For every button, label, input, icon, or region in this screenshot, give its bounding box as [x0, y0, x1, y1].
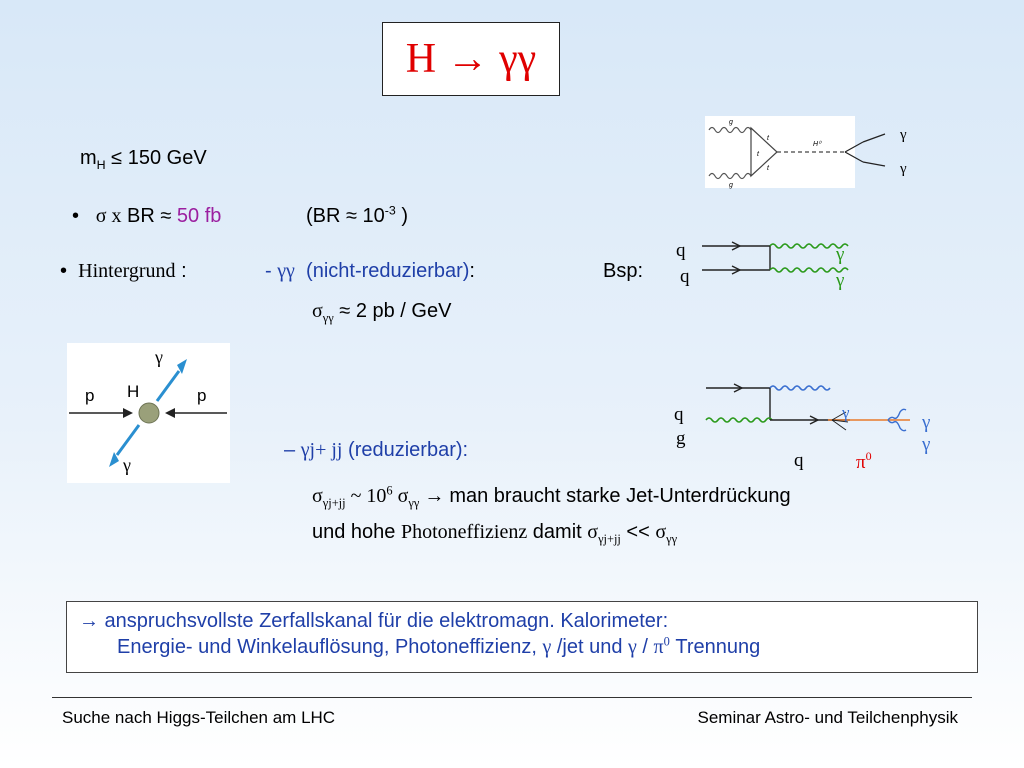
gluon-line-bottom [708, 172, 752, 180]
higgs-label: H⁰ [813, 140, 822, 148]
top-label-2: t [757, 151, 760, 158]
gamma-label-bottom: γ [122, 455, 131, 475]
photon-arrowhead-bottom [109, 452, 119, 467]
photon-arrowhead-top [177, 359, 187, 374]
title-gamma-gamma: γγ [499, 36, 537, 82]
photon-label-bottom: γ [835, 270, 844, 291]
proton-arrowhead-left [123, 408, 133, 418]
gluon-label-top: g [729, 119, 733, 126]
reducible-background: – γj+ jj (reduzierbar): [284, 439, 469, 461]
gluon-label-in: g [676, 428, 686, 449]
feynman-diagram-gluon-fusion: g g t t t H⁰ γ γ [705, 116, 915, 192]
gluon-label-bottom: g [729, 182, 733, 189]
quark-label-bottom: q [680, 266, 690, 287]
quark-label-out: q [794, 450, 804, 471]
photon-efficiency-line: und hohe Photoneffizienz damit σγj+jj <<… [312, 521, 678, 546]
pion-label: π0 [856, 449, 872, 473]
slide-title: H → γγ [382, 22, 560, 96]
title-arrow: → [446, 36, 489, 82]
fragment-2 [831, 419, 847, 431]
photon-label-top: γ [835, 244, 844, 265]
footer-left: Suche nach Higgs-Teilchen am LHC [62, 708, 336, 727]
footer-right: Seminar Astro- und Teilchenphysik [697, 708, 959, 727]
quark-arrow-out [809, 415, 820, 425]
photon-arrow-top [155, 370, 181, 402]
top-loop-triangle [750, 126, 778, 178]
decay-photon-1 [887, 408, 907, 421]
irreducible-background: - γγ (nicht-reduzierbar): [265, 260, 475, 282]
bullet-background: • Hintergrund : [60, 260, 187, 282]
proton-label-right: p [197, 386, 206, 405]
decay-photon-2 [887, 419, 907, 432]
higgs-mass-line: mH ≤ 150 GeV [80, 147, 207, 172]
photon-out-top [844, 141, 864, 153]
summary-line-1: → anspruchsvollste Zerfallskanal für die… [79, 610, 669, 632]
higgs-production-sketch: γ γ p p H [67, 343, 230, 483]
top-label-3: t [767, 165, 770, 172]
photon-out-bottom [844, 151, 864, 163]
photon-wave-bottom [769, 267, 849, 273]
bullet-cross-section: • σ x BR ≈ 50 fb [72, 205, 222, 227]
feynman-diagram-qq-annihilation: q q γ γ [672, 236, 862, 292]
top-label-1: t [767, 135, 770, 142]
summary-line-2: Energie- und Winkelauflösung, Photoneffi… [117, 634, 761, 658]
photon-out-bottom-ext [862, 161, 886, 167]
decay-photon-label-1: γ [921, 412, 930, 433]
decay-photon-label-2: γ [921, 434, 930, 455]
fragment-3 [831, 419, 849, 423]
gluon-wave-in [705, 417, 773, 423]
photon-wave-top [769, 243, 849, 249]
photon-arrow-bottom [115, 424, 141, 456]
photon-out-top-ext [862, 133, 886, 143]
arrow-top [731, 241, 742, 251]
gluon-line-top [708, 126, 752, 134]
quark-label-top: q [676, 240, 686, 261]
title-higgs: H [405, 36, 437, 82]
higgs-label: H [127, 382, 139, 401]
feynman-diagram-qg-compton: q g q γ γ γ π0 [670, 376, 950, 476]
photon-wave-out [769, 385, 831, 391]
photon-label-mid: γ [841, 403, 850, 422]
jet-suppression-line: σγj+jj ~ 106 σγγ → man braucht starke Je… [312, 483, 791, 510]
fragment-1 [831, 411, 847, 421]
footer-divider [52, 697, 972, 698]
quark-arrow-in [733, 383, 744, 393]
cross-section-value: 50 fb [176, 205, 222, 227]
gamma-label-top: γ [154, 347, 163, 367]
arrow-bottom [731, 265, 742, 275]
background-label: Hintergrund [78, 260, 176, 282]
example-label: Bsp: [603, 260, 644, 282]
branching-ratio: (BR ≈ 10-3 ) [306, 203, 409, 227]
photon-label-bottom: γ [899, 161, 907, 177]
higgs-ball [138, 402, 160, 424]
proton-label-left: p [85, 386, 94, 405]
proton-arrowhead-right [165, 408, 175, 418]
photon-label-top: γ [899, 127, 907, 143]
quark-label-in: q [674, 404, 684, 425]
summary-box: → anspruchsvollste Zerfallskanal für die… [66, 601, 978, 673]
sigma-gamma-gamma: σγγ ≈ 2 pb / GeV [312, 300, 452, 325]
